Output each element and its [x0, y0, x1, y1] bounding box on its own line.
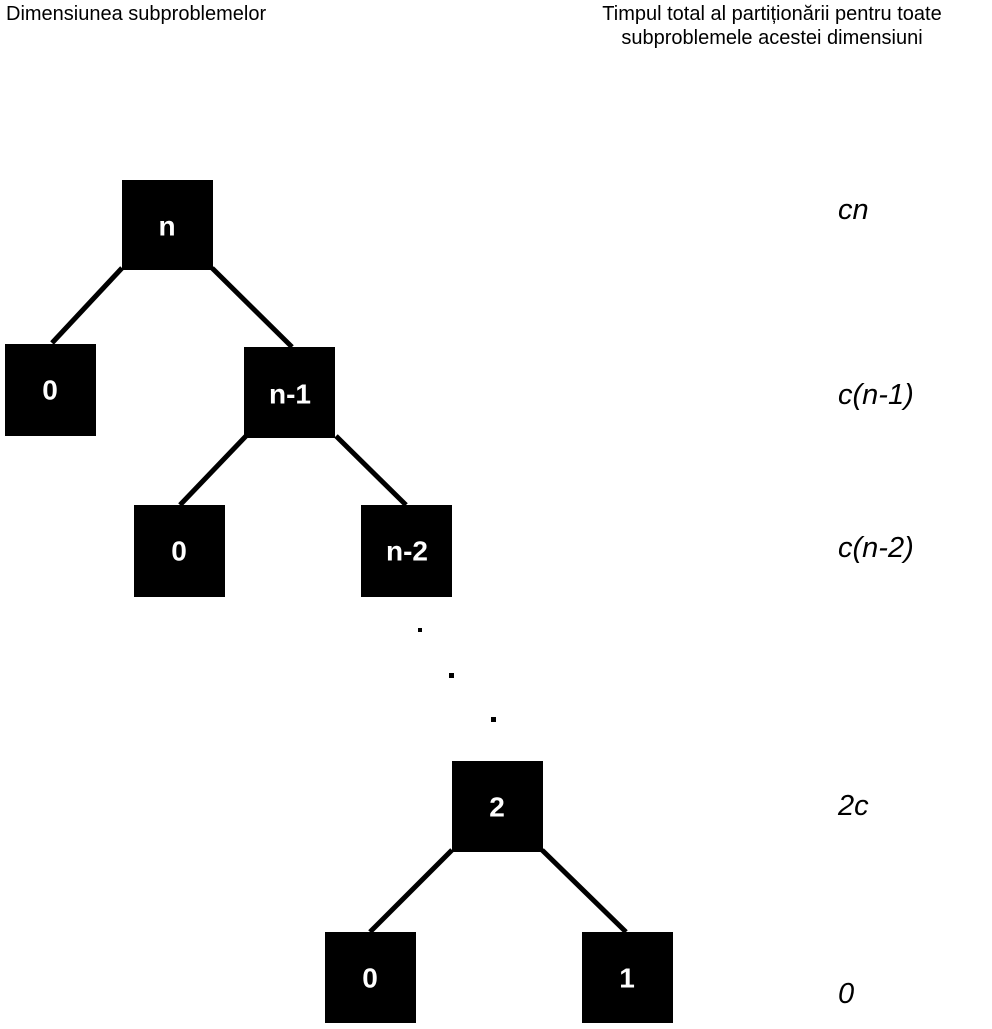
node-0-bottom-label: 0	[362, 963, 378, 994]
node-n: n	[122, 180, 213, 270]
edge-n-1-to-0	[178, 434, 248, 507]
node-0-level-3-label: 0	[171, 536, 187, 567]
node-2-label: 2	[489, 792, 505, 823]
cost-level-1: cn	[838, 194, 869, 226]
total-partition-time-heading-line-1: Timpul total al partiționării pentru toa…	[602, 3, 942, 25]
cost-level-4: 2c	[838, 790, 869, 822]
total-partition-time-heading: Timpul total al partiționării pentru toa…	[562, 2, 982, 50]
edge-n-to-n-1	[210, 266, 294, 349]
node-n-2: n-2	[361, 505, 452, 597]
node-0-level-3: 0	[134, 505, 225, 597]
edge-2-to-0	[368, 848, 454, 934]
node-0-level-2-label: 0	[42, 375, 58, 406]
edge-n-to-0	[50, 266, 124, 345]
node-2: 2	[452, 761, 543, 852]
ellipsis-dot-3	[491, 717, 496, 722]
node-n-label: n	[158, 211, 175, 242]
node-1: 1	[582, 932, 673, 1023]
ellipsis-dot-1	[418, 628, 422, 632]
node-n-2-label: n-2	[386, 536, 428, 567]
node-n-1: n-1	[244, 347, 335, 438]
edge-2-to-1	[540, 848, 628, 934]
subproblem-size-heading: Dimensiunea subproblemelor	[6, 3, 267, 25]
node-0-level-2: 0	[5, 344, 96, 436]
cost-level-5: 0	[838, 978, 855, 1010]
cost-level-3: c(n-2)	[838, 532, 914, 564]
node-0-bottom: 0	[325, 932, 416, 1023]
edge-n-1-to-n-2	[334, 434, 408, 507]
ellipsis-dot-2	[449, 673, 454, 678]
total-partition-time-heading-line-2: subproblemele acestei dimensiuni	[621, 27, 923, 49]
cost-level-2: c(n-1)	[838, 379, 914, 411]
node-1-label: 1	[619, 963, 635, 994]
node-n-1-label: n-1	[269, 379, 311, 410]
